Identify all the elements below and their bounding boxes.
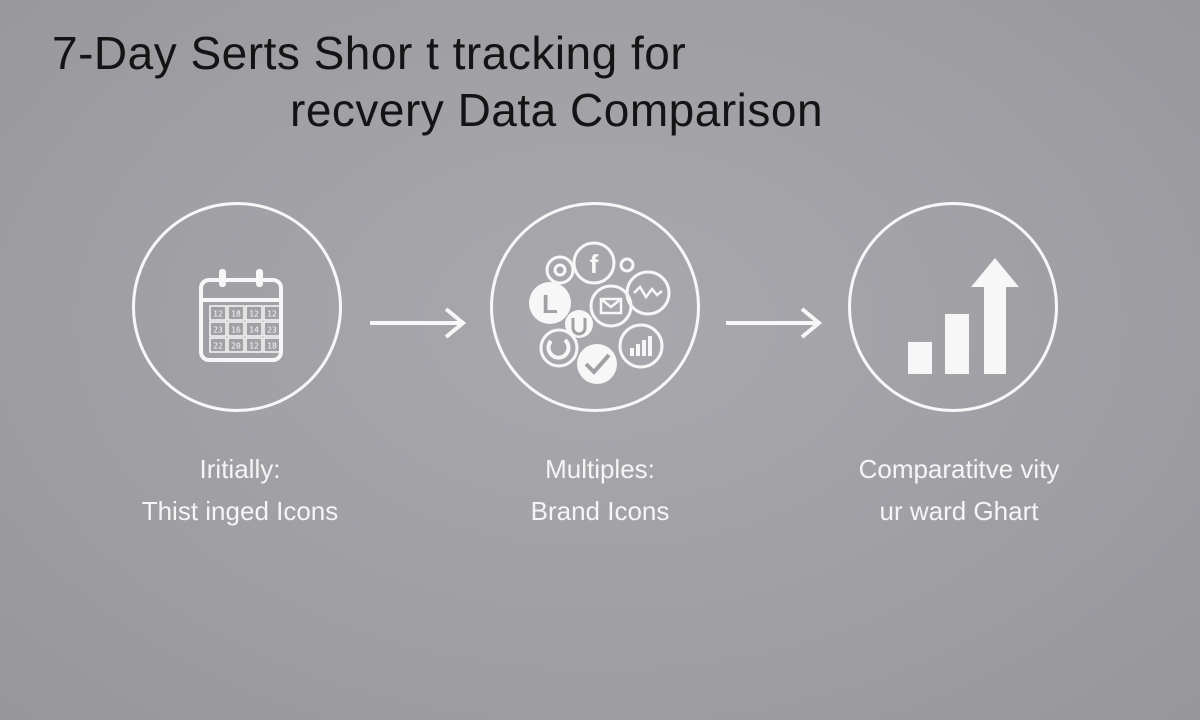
mail-icon (589, 284, 633, 328)
waveform-icon (625, 270, 671, 316)
calendar-cell (245, 321, 263, 337)
calendar-cell (263, 337, 281, 353)
step-3-circle (848, 202, 1058, 412)
calendar-cell-label: 14 (249, 326, 259, 335)
facebook-icon: f (572, 241, 616, 285)
step-2-circle: f L (490, 202, 700, 412)
calendar-cell-label: 22 (213, 342, 223, 351)
calendar-cell-label: 18 (231, 310, 241, 319)
calendar-cell (245, 337, 263, 353)
brand-icons-cluster: f L (529, 241, 671, 384)
step-2-caption: Multiples: Brand Icons (440, 448, 760, 532)
bar-chart-icon (618, 323, 664, 369)
calendar-cell (209, 305, 227, 321)
calendar-cell (245, 305, 263, 321)
checkmark-icon (577, 344, 617, 384)
calendar-cell (209, 321, 227, 337)
dot-icon (619, 257, 635, 273)
calendar-cell-label: 12 (213, 310, 223, 319)
step-3-caption: Comparatitve vity ur ward Ghart (799, 448, 1119, 532)
upward-bar-chart-icon (908, 258, 1019, 374)
calendar-cell-label: 12 (249, 342, 259, 351)
calendar-cell (209, 337, 227, 353)
step-3-caption-line-2: ur ward Ghart (879, 496, 1039, 526)
title-line-1: 7-Day Serts Shor t tracking for (52, 27, 687, 79)
calendar-cell-label: 20 (231, 342, 241, 351)
svg-text:L: L (542, 289, 558, 319)
calendar-cell-label: 18 (267, 342, 277, 351)
calendar-icon: 12 18 12 12 23 16 14 23 22 20 12 18 (199, 269, 283, 362)
l-letter-icon: L (529, 282, 571, 324)
ring-icon (545, 255, 575, 285)
calendar-cell (227, 321, 245, 337)
calendar-cell (227, 305, 245, 321)
calendar-cell-label: 23 (213, 326, 223, 335)
arrow-right-icon (370, 307, 467, 339)
step-1-caption: Iritially: Thist inged Icons (80, 448, 400, 532)
magnet-icon (565, 310, 593, 338)
calendar-cell (263, 321, 281, 337)
calendar-cell-label: 12 (249, 310, 259, 319)
calendar-cell-label: 16 (231, 326, 241, 335)
step-3-caption-line-1: Comparatitve vity (858, 454, 1060, 484)
calendar-cell (263, 305, 281, 321)
step-1-caption-line-2: Thist inged Icons (141, 496, 339, 526)
calendar-cell (227, 337, 245, 353)
arrow-right-1 (368, 303, 468, 343)
calendar-cell-label: 23 (267, 326, 277, 335)
calendar-cell-label: 12 (267, 310, 277, 319)
step-1-circle: 12 18 12 12 23 16 14 23 22 20 12 18 (132, 202, 342, 412)
svg-text:f: f (590, 249, 599, 279)
title-line-2: recvery Data Comparison (290, 84, 824, 136)
arrow-right-icon (726, 307, 823, 339)
arrow-right-2 (724, 303, 824, 343)
refresh-icon (539, 328, 579, 368)
step-2-caption-line-2: Brand Icons (530, 496, 670, 526)
step-1-caption-line-1: Iritially: (199, 454, 281, 484)
step-2-caption-line-1: Multiples: (545, 454, 655, 484)
